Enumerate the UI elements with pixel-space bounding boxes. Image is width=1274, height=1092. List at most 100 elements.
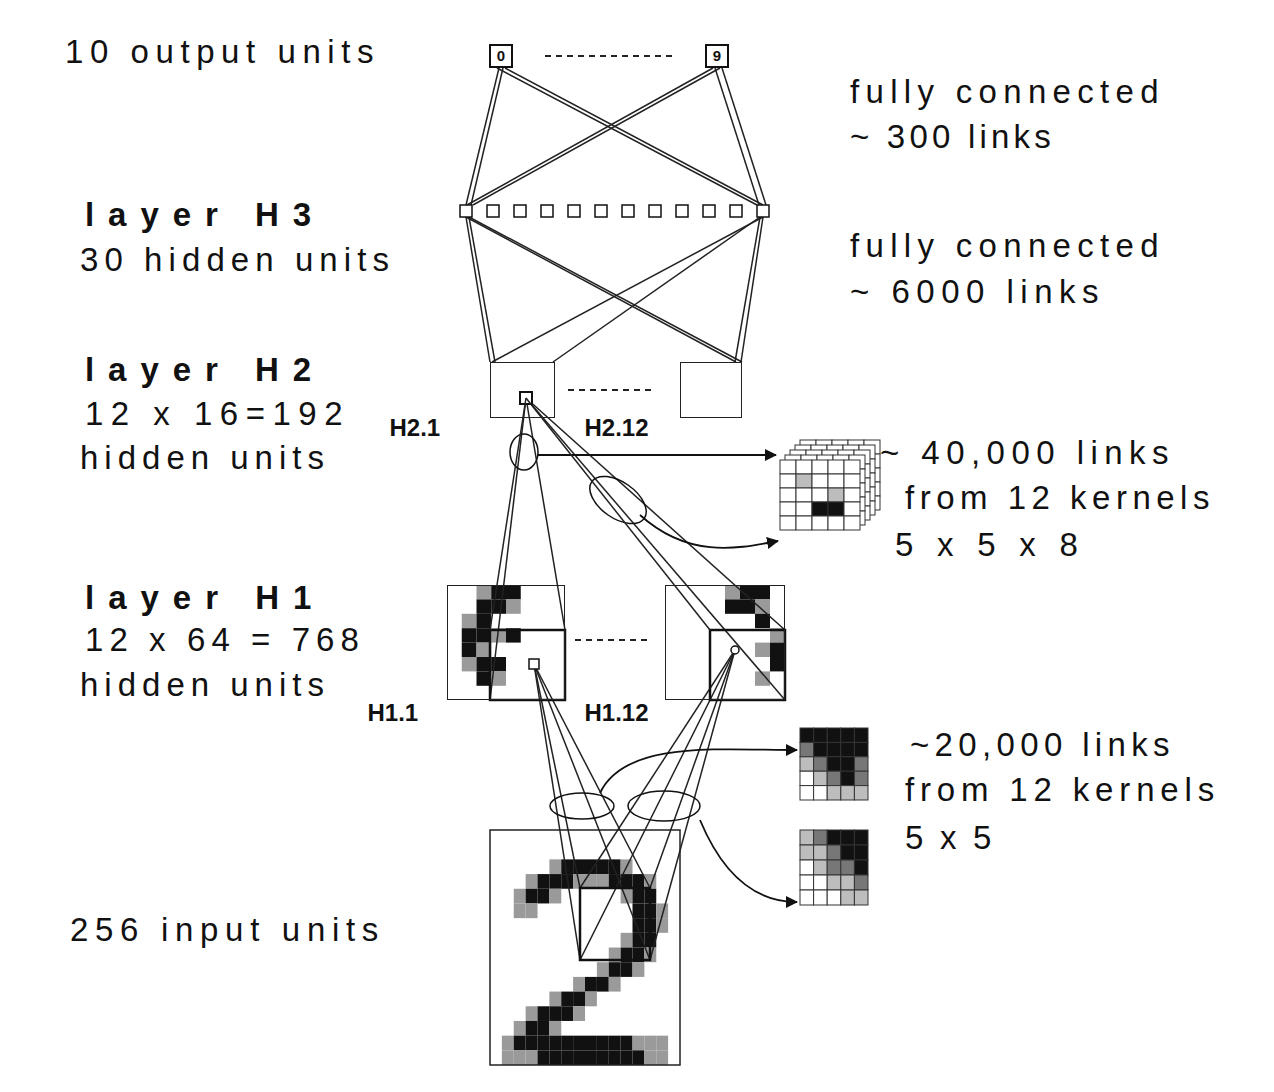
kernel-links: [490, 398, 785, 960]
layer-caption: hidden units: [80, 665, 330, 705]
layer-title: layer H3: [85, 195, 325, 235]
input-pixel: [633, 903, 645, 918]
kernel-link: [534, 664, 580, 888]
kernel-cell: [800, 786, 814, 800]
layer-caption: hidden units: [80, 438, 330, 478]
feature-map: H1.1: [447, 585, 565, 700]
kernel-cell: [827, 875, 841, 890]
kernel-cube-face: [796, 488, 812, 502]
kernel-connector: [497, 418, 523, 585]
layer-caption: ~ 6000 links: [850, 272, 1105, 312]
hidden-unit: [487, 205, 499, 217]
kernel-cell: [800, 830, 814, 845]
input-pixel: [549, 1050, 561, 1065]
input-pixel: [561, 859, 573, 874]
label-slot: ~ 300 links: [850, 117, 1055, 157]
input-pixel: [526, 1021, 538, 1036]
pixel-layer: [462, 585, 785, 1065]
kernel-cube-face: [812, 460, 828, 474]
input-pixel: [526, 1050, 538, 1065]
input-pixel: [597, 874, 609, 889]
kernel-cell: [827, 742, 841, 756]
kernel-cell: [854, 875, 868, 890]
input-pixel: [633, 1036, 645, 1051]
leader-arrow: [538, 454, 776, 456]
kernel-cube-face: [796, 460, 812, 474]
map-name: H2.12: [585, 414, 649, 443]
layer-caption: 30 hidden units: [80, 240, 395, 280]
kernel-cell: [800, 875, 814, 890]
kernel-cube-face: [780, 460, 796, 474]
label-slot: ~ 40,000 links: [880, 433, 1175, 473]
output-unit: 0: [489, 44, 513, 68]
label-slot: 12 x 16=192: [85, 394, 350, 434]
input-pixel: [538, 874, 550, 889]
kernel-cube-layer: [811, 473, 827, 487]
label-slot: layer H2: [85, 350, 325, 390]
feature-pixel: [755, 643, 770, 657]
input-pixel: [526, 1006, 538, 1021]
kernel-cube-face: [828, 502, 844, 516]
feature-pixel: [462, 628, 477, 642]
layer-caption: fully connected: [850, 226, 1165, 266]
input-pixel: [561, 1006, 573, 1021]
layer-caption: ~20,000 links: [910, 725, 1175, 765]
kernel-cell: [854, 890, 868, 905]
input-pixel: [585, 977, 597, 992]
input-pixel: [585, 1050, 597, 1065]
feature-pixel: [755, 585, 770, 599]
kernel-cell: [854, 845, 868, 860]
kernel-cell: [854, 728, 868, 742]
feature-map: H2.1: [490, 362, 555, 418]
input-pixel: [621, 962, 633, 977]
input-pixel: [538, 1021, 550, 1036]
input-pixel: [514, 1050, 526, 1065]
kernel-cube-face: [844, 474, 860, 488]
kernel-link: [534, 664, 580, 960]
kernel-cube-layer: [827, 459, 843, 473]
kernel-cell: [841, 757, 855, 771]
map-name: H2.1: [390, 414, 441, 443]
full-link: [553, 217, 760, 362]
kernel-cube-face: [780, 516, 796, 530]
full-link: [473, 68, 720, 205]
kernel-pictures: [780, 440, 880, 905]
full-link: [715, 68, 759, 205]
kernel-cube-face: [828, 488, 844, 502]
feature-pixel: [755, 599, 770, 613]
kernel-cell: [800, 845, 814, 860]
kernel-cube-face: [796, 474, 812, 488]
kernel-cell: [814, 890, 828, 905]
kernel-cell: [854, 771, 868, 785]
kernel-cell: [827, 771, 841, 785]
layer-title: layer H2: [85, 350, 325, 390]
input-pixel: [514, 889, 526, 904]
input-pixel: [538, 889, 550, 904]
input-pixel: [514, 903, 526, 918]
input-pixel: [549, 1021, 561, 1036]
input-pixel: [585, 1036, 597, 1051]
kernel-cell: [814, 742, 828, 756]
kernel-cell: [827, 757, 841, 771]
kernel-cell: [800, 771, 814, 785]
input-pixel: [633, 1050, 645, 1065]
full-link: [741, 217, 763, 362]
kernel-cube-face: [812, 516, 828, 530]
kernel-link: [490, 398, 526, 700]
kernel-link: [580, 650, 735, 888]
feature-pixel: [506, 599, 521, 613]
kernel-link: [650, 650, 735, 960]
leader-arrow: [700, 820, 797, 902]
label-slot: 12 x 64 = 768: [85, 620, 365, 660]
input-pixel: [573, 1036, 585, 1051]
feature-map: H1.12: [665, 585, 785, 700]
full-link: [492, 217, 763, 362]
kernel-cell: [854, 786, 868, 800]
layer-caption: from 12 kernels: [905, 770, 1220, 810]
unit-digit: 9: [713, 47, 721, 65]
receptive-window: [490, 630, 565, 700]
link-continuation: [526, 398, 542, 418]
feature-pixel: [755, 614, 770, 628]
h1-unit: [529, 659, 539, 669]
kernel-cell: [827, 830, 841, 845]
